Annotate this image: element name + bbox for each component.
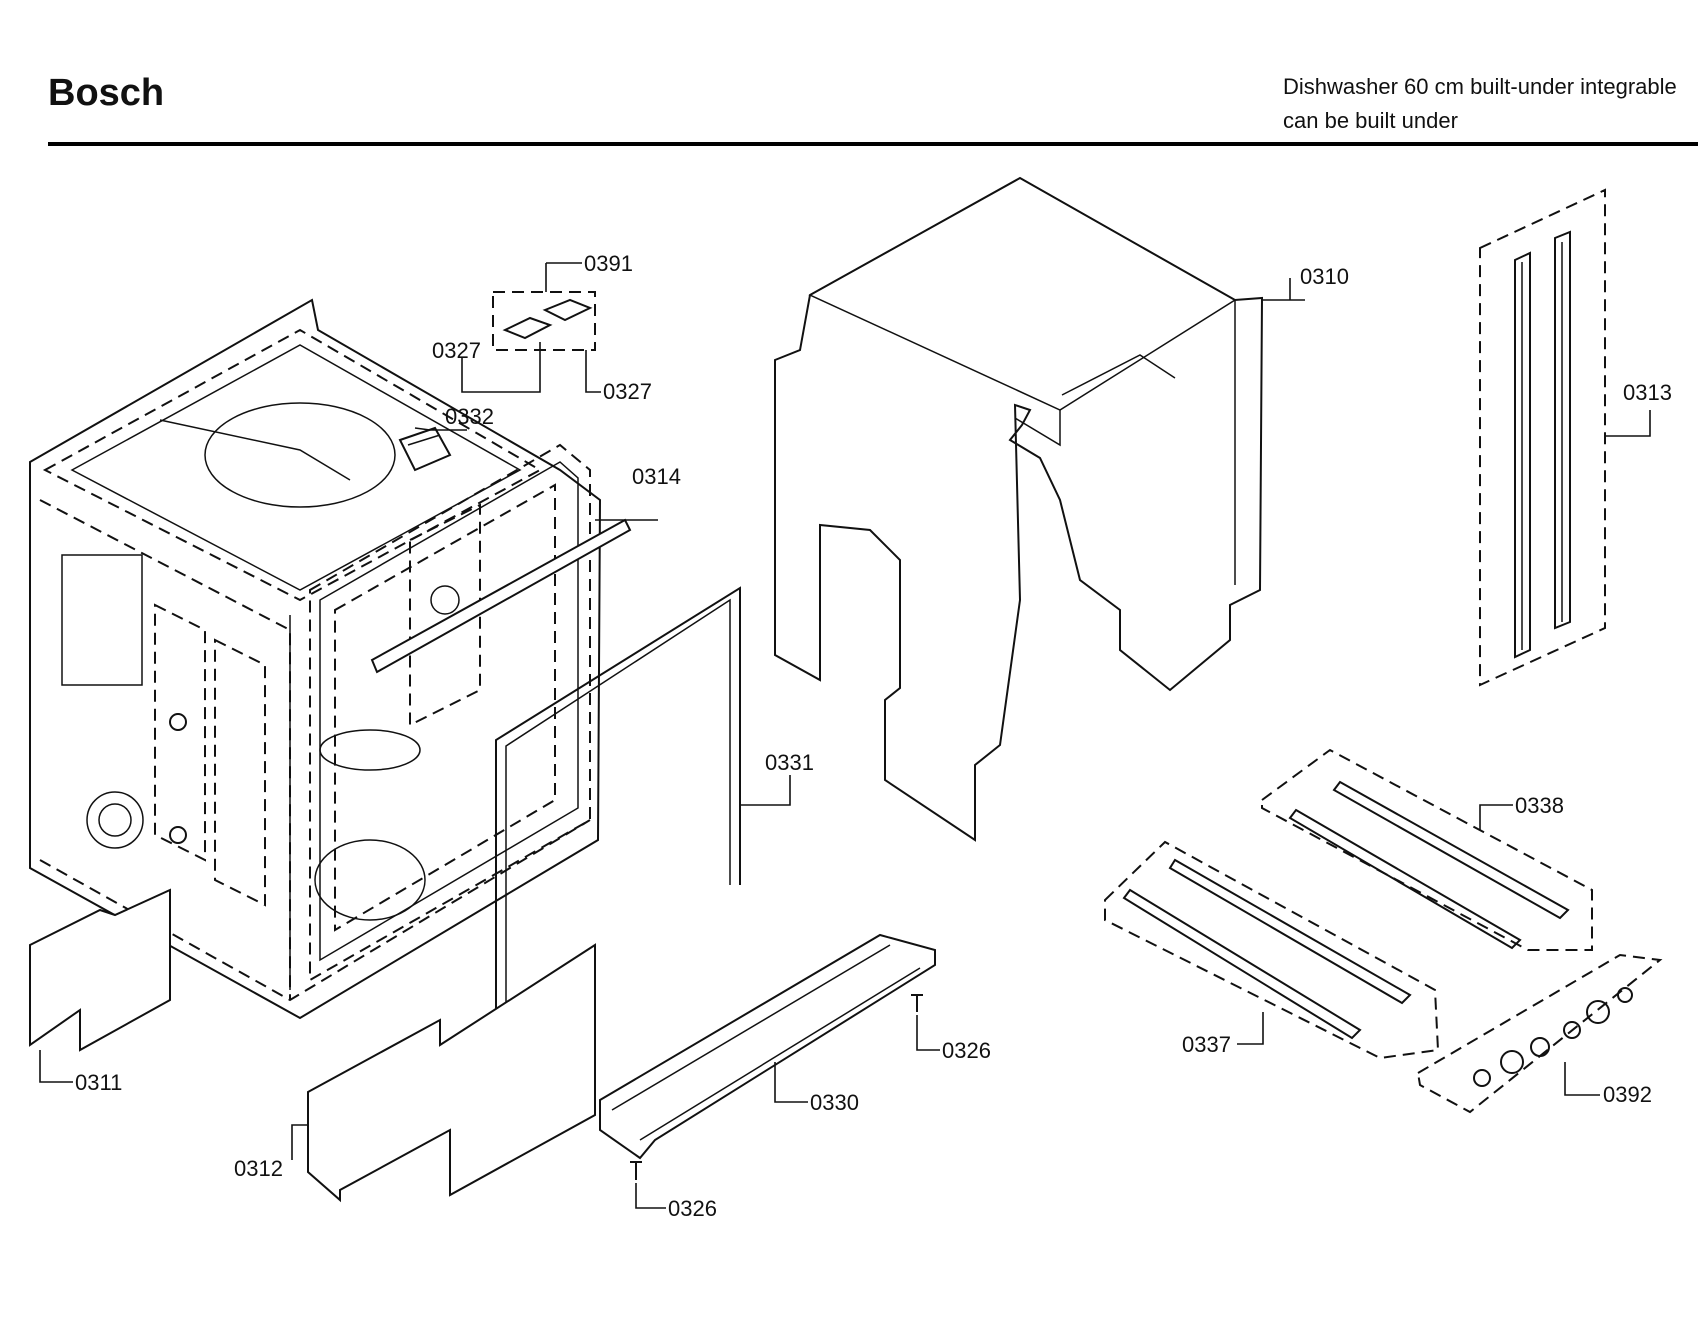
callout-0326-upper: 0326 <box>942 1038 991 1063</box>
callout-0338: 0338 <box>1515 793 1564 818</box>
door-seal-0331 <box>495 586 741 1020</box>
screw-0326-lower <box>630 1161 642 1180</box>
insulation-panel-0311 <box>29 888 171 1052</box>
description-line-2: can be built under <box>1283 108 1458 133</box>
callout-0331: 0331 <box>765 750 814 775</box>
callout-0310: 0310 <box>1300 264 1349 289</box>
callout-0327-right: 0327 <box>603 379 652 404</box>
brand-logo-text: Bosch <box>48 72 165 114</box>
callout-0391: 0391 <box>584 251 633 276</box>
top-rail-0314 <box>370 518 632 674</box>
callout-0313: 0313 <box>1623 380 1672 405</box>
callout-0312: 0312 <box>234 1156 283 1181</box>
description-line-1: Dishwasher 60 cm built-under integrable <box>1283 74 1677 99</box>
dishwasher-tub <box>29 298 602 1020</box>
hinge-0332 <box>398 426 452 472</box>
base-strip-0330 <box>599 933 936 1160</box>
callout-0332: 0332 <box>445 404 494 429</box>
callout-0326-lower: 0326 <box>668 1196 717 1221</box>
callout-0314: 0314 <box>632 464 681 489</box>
side-strips-0313 <box>1479 188 1606 687</box>
header-divider <box>48 142 1698 146</box>
drawer-rails-0338 <box>1261 748 1593 951</box>
drawer-rails-0337 <box>1104 840 1440 1060</box>
hinge-brackets-0391 <box>492 291 596 351</box>
screw-0326-upper <box>911 994 923 1012</box>
insulation-panel-0312 <box>307 943 596 1203</box>
door-seal-inner-edge <box>505 598 731 1020</box>
small-parts-kit-0392 <box>1416 953 1663 1114</box>
product-description: Dishwasher 60 cm built-under integrable … <box>1283 70 1677 138</box>
callout-0330: 0330 <box>810 1090 859 1115</box>
leader-lines <box>39 262 1651 1209</box>
callout-0392: 0392 <box>1603 1082 1652 1107</box>
callout-0327-left: 0327 <box>432 338 481 363</box>
callout-0337: 0337 <box>1182 1032 1231 1057</box>
callout-0311: 0311 <box>75 1070 122 1095</box>
insulation-panel-0310 <box>774 176 1264 842</box>
